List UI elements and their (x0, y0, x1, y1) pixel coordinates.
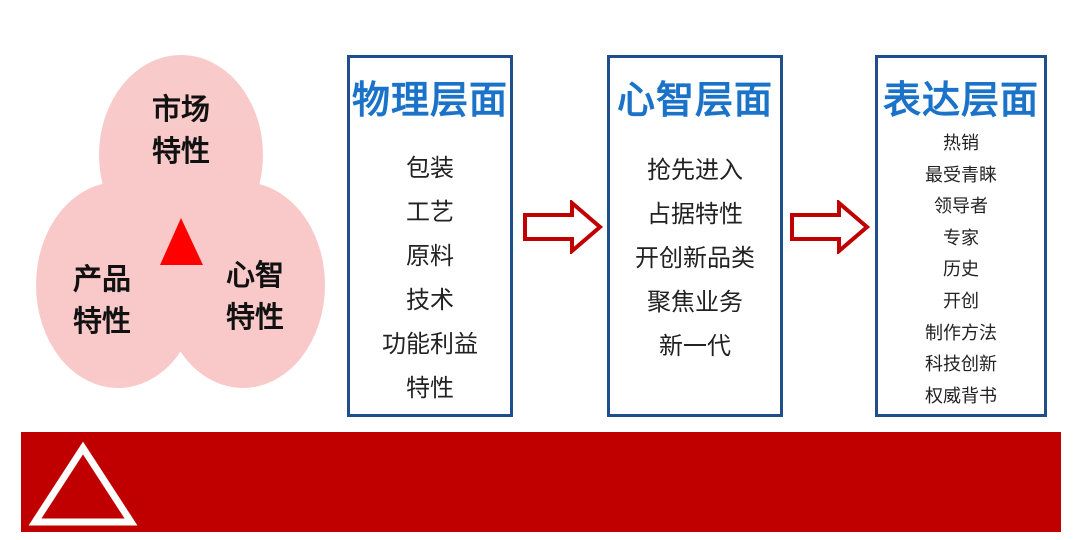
venn-graphic (36, 55, 325, 388)
product-circle (36, 182, 200, 388)
list-item: 抢先进入 (647, 156, 743, 184)
venn-diagram: 市场 特性 产品 特性 心智 特性 (0, 0, 340, 420)
list-item: 包装 (406, 154, 454, 182)
expression-level-list: 热销 最受青睐 领导者 专家 历史 开创 制作方法 科技创新 权威背书 (878, 128, 1044, 412)
list-item: 热销 (943, 133, 979, 154)
mind-level-list: 抢先进入 占据特性 开创新品类 聚焦业务 新一代 (610, 148, 780, 368)
list-item: 历史 (943, 259, 979, 281)
product-label: 产品 特性 (72, 262, 131, 338)
list-item: 技术 (406, 286, 454, 314)
list-item: 开创新品类 (635, 244, 755, 272)
mind-level-title: 心智层面 (616, 78, 773, 122)
mind-circle (161, 182, 325, 388)
list-item: 开创 (943, 290, 979, 312)
bottom-banner (21, 432, 1061, 532)
list-item: 领导者 (934, 196, 988, 218)
list-item: 功能利益 (382, 330, 478, 358)
physical-level-box: 物理层面 包装 工艺 原料 技术 功能利益 特性 (347, 55, 513, 417)
expression-level-title: 表达层面 (882, 78, 1039, 122)
list-item: 工艺 (406, 198, 454, 226)
mind-level-box: 心智层面 抢先进入 占据特性 开创新品类 聚焦业务 新一代 (607, 55, 783, 417)
list-item: 特性 (406, 374, 454, 402)
physical-level-title: 物理层面 (351, 78, 508, 122)
list-item: 专家 (943, 227, 979, 249)
list-item: 原料 (406, 242, 454, 270)
mind-label: 心智 特性 (225, 258, 284, 334)
center-triangle (160, 218, 203, 265)
list-item: 权威背书 (925, 385, 997, 407)
list-item: 最受青睐 (925, 164, 997, 186)
expression-level-box: 表达层面 热销 最受青睐 领导者 专家 历史 开创 制作方法 科技创新 权威背书 (875, 55, 1047, 417)
physical-level-list: 包装 工艺 原料 技术 功能利益 特性 (350, 146, 510, 410)
list-item: 占据特性 (647, 200, 743, 228)
arrow-right-icon (523, 200, 604, 254)
list-item: 制作方法 (925, 322, 997, 344)
list-item: 聚焦业务 (647, 288, 743, 316)
list-item: 新一代 (659, 332, 731, 360)
triangle-outline-icon (28, 441, 138, 526)
market-label: 市场 特性 (151, 92, 210, 168)
arrow-right-icon (790, 200, 871, 254)
list-item: 科技创新 (925, 354, 997, 376)
